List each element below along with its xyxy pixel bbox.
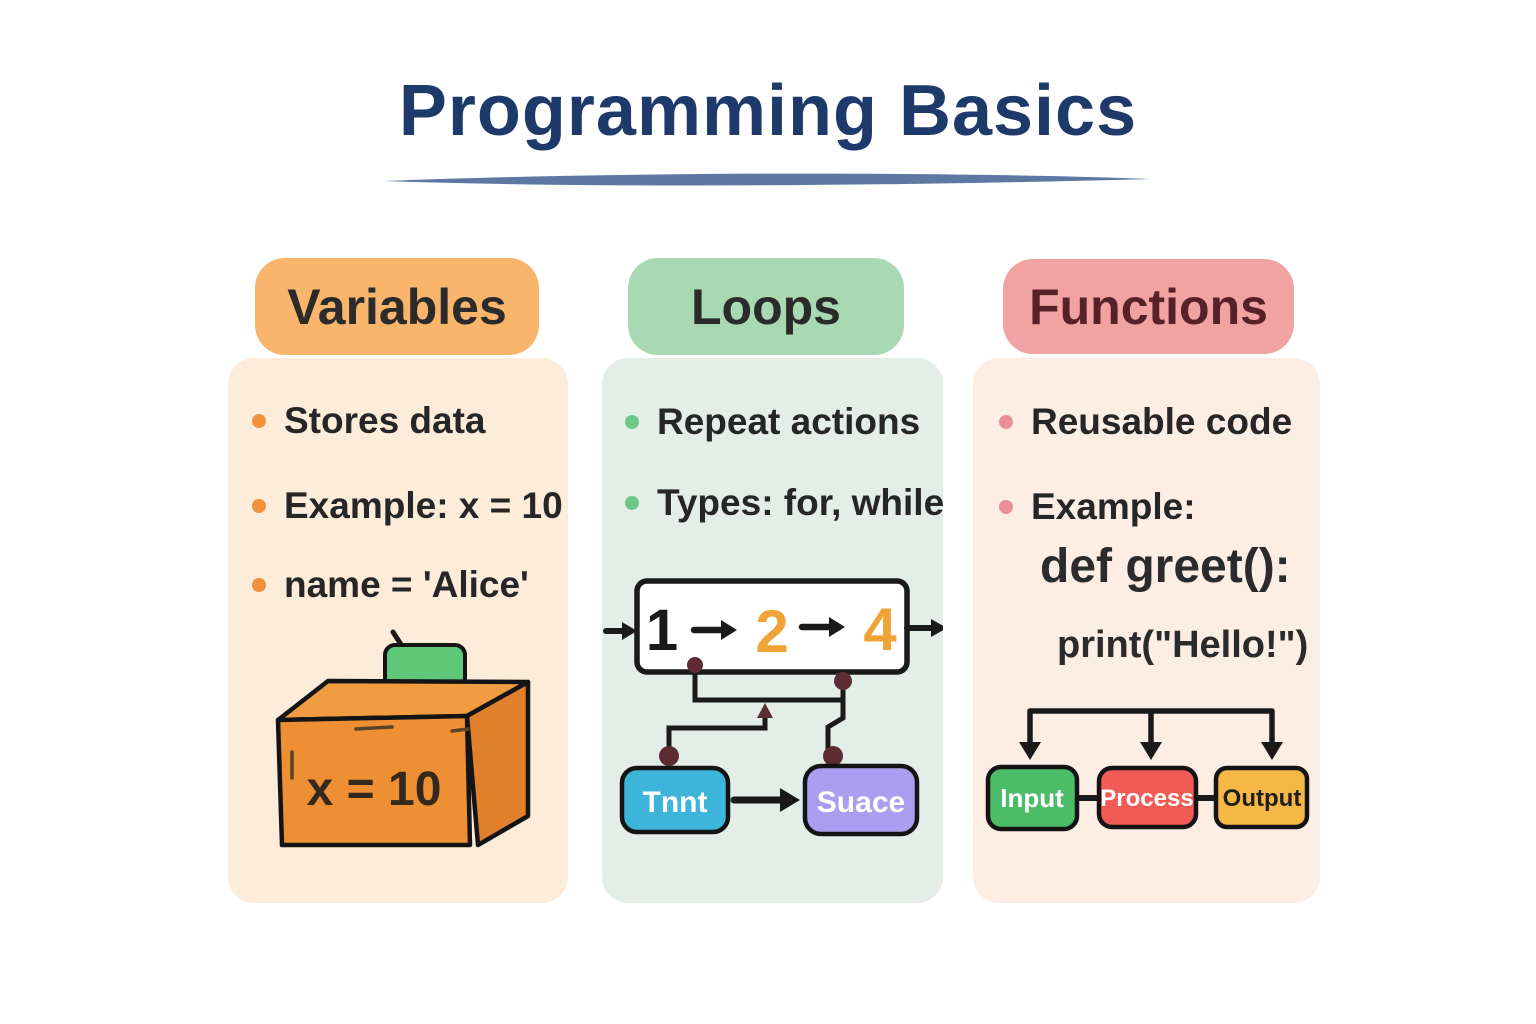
connector-line (692, 663, 846, 703)
loops-header-badge: Loops (628, 258, 904, 355)
box-label: x = 10 (307, 763, 442, 816)
step-box-tnnt-label: Tnnt (643, 786, 708, 819)
bullet-text: Example: x = 10 (284, 485, 563, 526)
arrow-right-icon (721, 620, 737, 640)
flow-box-process-label: Process (1100, 785, 1193, 812)
bullet-dot-icon (252, 414, 266, 428)
flow-box-process (1096, 765, 1199, 830)
connector-dot (687, 657, 703, 673)
variables-header-label: Variables (287, 278, 507, 335)
bullet-stores-data: Stores data (252, 397, 486, 445)
flow-box-input-label: Input (1000, 783, 1064, 813)
step-box-tnnt (619, 765, 731, 835)
functions-header-label: Functions (1029, 278, 1268, 335)
bullet-example-x10: Example: x = 10 (252, 482, 563, 530)
bullet-dot-icon (252, 578, 266, 592)
connector-line (666, 711, 768, 755)
underline-stroke (383, 173, 1151, 186)
bullet-dot-icon (625, 415, 639, 429)
sequence-step-4: 4 (863, 596, 897, 663)
code-print-line: print("Hello!") (1057, 623, 1309, 666)
box-detail-dash (354, 725, 394, 731)
arrow-right-icon (622, 622, 637, 640)
code-def-line: def greet(): (1040, 539, 1291, 593)
bullet-text: Types: for, while (657, 482, 945, 523)
arrow-down-icon (1140, 742, 1162, 760)
connector-dot (823, 746, 843, 766)
flow-box-output-label: Output (1223, 785, 1302, 812)
bullet-dot-icon (999, 415, 1013, 429)
bullet-types-for-while: Types: for, while (625, 479, 944, 527)
box-detail-dash (450, 727, 470, 733)
bullet-text: name = 'Alice' (284, 564, 529, 605)
loop-diagram: 1 2 4 Tnnt Suace (603, 578, 943, 837)
bullet-dot-icon (625, 496, 639, 510)
step-box-suace-label: Suace (817, 786, 905, 819)
loops-header-label: Loops (691, 278, 841, 335)
bullet-repeat-actions: Repeat actions (625, 398, 920, 446)
bullet-text: Stores data (284, 400, 486, 441)
arrow-up-icon (757, 703, 773, 718)
box-right-face (464, 679, 531, 848)
sequence-step-1: 1 (646, 598, 678, 663)
page-title: Programming Basics (398, 71, 1138, 151)
bullet-name-alice: name = 'Alice' (252, 561, 529, 609)
bullet-text: Reusable code (1031, 401, 1293, 442)
step-box-suace (802, 763, 920, 837)
bullet-text: Repeat actions (657, 401, 921, 442)
arrow-down-icon (1019, 742, 1041, 760)
bullet-text: Example: (1031, 486, 1196, 527)
function-flow-diagram: Input Process Output (985, 708, 1310, 832)
bullet-example: Example: (999, 483, 1196, 531)
box-front-face (275, 713, 473, 848)
connector-dot (834, 672, 852, 690)
arrow-right-icon (780, 788, 800, 812)
variable-box-illustration: x = 10 (275, 629, 531, 848)
arrow-right-icon (829, 617, 845, 637)
flow-box-output (1213, 765, 1310, 830)
arrow-down-icon (1261, 742, 1283, 760)
connector-line (825, 681, 846, 755)
connector-dot (659, 746, 679, 766)
functions-header-badge: Functions (1003, 259, 1294, 354)
bullet-reusable-code: Reusable code (999, 398, 1292, 446)
bullet-dot-icon (252, 499, 266, 513)
flow-box-input (985, 764, 1080, 832)
bullet-dot-icon (999, 500, 1013, 514)
variables-header-badge: Variables (255, 258, 539, 355)
arrow-right-icon (931, 619, 943, 637)
title-underline (383, 173, 1151, 186)
sequence-step-2: 2 (755, 598, 788, 665)
